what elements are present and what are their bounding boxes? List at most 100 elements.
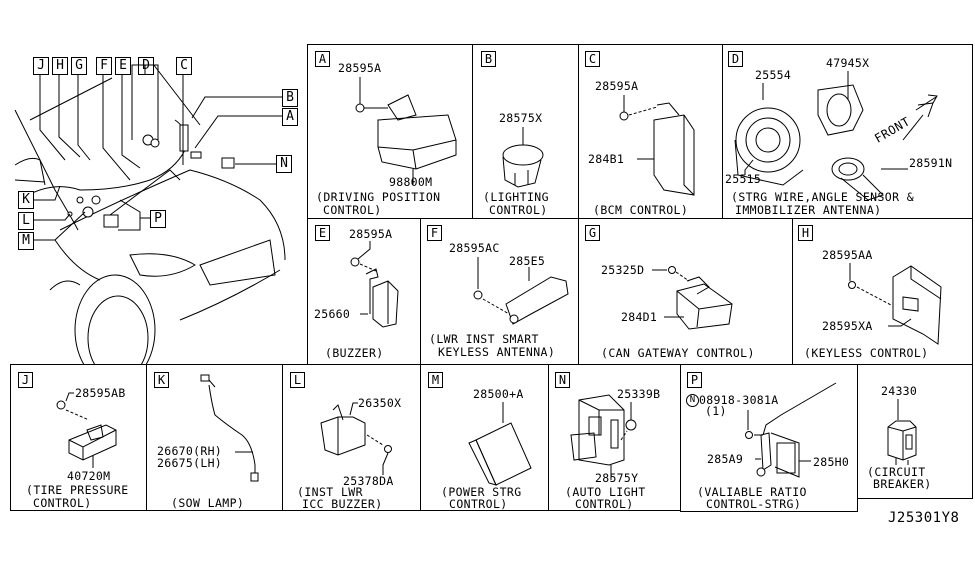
front-arrow-icon [915,94,938,111]
part-number[interactable]: 08918-3081A [699,393,779,407]
driving-position-module-icon [355,77,457,185]
panel-h-keyless-control: H 28595AA 28595XA (KEYLESS CONTROL) [792,218,973,365]
panel-caption: (VALIABLE RATIO [697,485,807,499]
part-number[interactable]: 28595XA [822,319,873,333]
panel-p-valiable-ratio-control-strg: P N 08918-3081A (1) 285A9 285H0 (VALIABL… [680,364,858,512]
part-number[interactable]: 26670(RH) [157,444,223,458]
lighting-sensor-icon [502,127,544,188]
panel-caption: (INST LWR [297,485,363,499]
part-number[interactable]: 25378DA [343,474,394,488]
callout-l[interactable]: L [18,212,34,230]
part-number[interactable]: 28575X [499,111,543,125]
callout-h[interactable]: H [52,57,68,75]
panel-caption: BREAKER) [873,477,932,491]
panel-caption: (POWER STRG [441,485,522,499]
part-number[interactable]: 284B1 [588,152,625,166]
panel-caption: (CAN GATEWAY CONTROL) [601,346,755,360]
panel-caption: (BCM CONTROL) [593,203,689,217]
part-number[interactable]: 28575Y [595,471,639,485]
panel-caption: (LWR INST SMART [429,332,539,346]
power-steering-module-icon [468,402,532,486]
panel-letter: M [428,372,443,388]
panel-a-driving-position-control: A 28595A 98800M (DRIVING POSITION CONTRO… [307,44,473,219]
part-number[interactable]: 98800M [389,175,433,189]
panel-d-strg-wire-angle-sensor: D 25554 47945X FRONT 25515 28591N (STRG … [722,44,973,219]
variable-ratio-module-icon [745,382,837,478]
callout-a[interactable]: A [282,108,298,126]
part-number[interactable]: 285E5 [509,254,546,268]
callout-b[interactable]: B [282,89,298,107]
panel-caption: (KEYLESS CONTROL) [804,346,929,360]
part-number[interactable]: 285A9 [707,452,744,466]
part-number[interactable]: 26350X [358,396,402,410]
panel-letter: H [798,225,813,241]
callout-p[interactable]: P [150,210,166,228]
spiral-cable-and-sensor-icon [734,71,934,201]
callout-n[interactable]: N [276,155,292,173]
panel-letter: G [585,225,600,241]
callout-c[interactable]: C [176,57,192,75]
bcm-module-icon [619,95,695,196]
part-number[interactable]: 24330 [881,384,918,398]
part-number[interactable]: 25554 [755,68,792,82]
part-number[interactable]: 25660 [314,307,351,321]
panel-caption: CONTROL) [489,203,548,217]
part-number[interactable]: 28595AC [449,241,500,255]
part-number[interactable]: 28591N [909,156,953,170]
panel-caption: CONTROL) [449,497,508,511]
panel-k-sow-lamp: K 26670(RH) 26675(LH) (SOW LAMP) [146,364,283,511]
callout-leader-lines [33,64,282,241]
part-number[interactable]: 28595A [338,61,382,75]
part-number[interactable]: 25339B [617,387,661,401]
part-number[interactable]: 28595A [595,79,639,93]
part-number[interactable]: 284D1 [621,310,658,324]
panel-caption: (TIRE PRESSURE [26,483,129,497]
auto-light-module-icon [570,394,637,480]
panel-letter: J [18,372,33,388]
diagram-id: J25301Y8 [888,510,960,526]
panel-caption: CONTROL) [33,496,92,510]
panel-caption: (CIRCUIT [867,465,926,479]
part-number[interactable]: 25325D [601,263,645,277]
panel-caption: (STRG WIRE,ANGLE SENSOR & [731,190,915,204]
part-number[interactable]: 40720M [67,469,111,483]
buzzer-icon [350,241,399,328]
panel-caption: ICC BUZZER) [302,497,383,511]
callout-m[interactable]: M [18,232,34,250]
tire-pressure-module-icon [56,392,117,468]
panel-caption: (LIGHTING [483,190,549,204]
callout-g[interactable]: G [71,57,87,75]
panel-f-lwr-inst-smart-keyless-antenna: F 28595AC 285E5 (LWR INST SMART KEYLESS … [420,218,579,365]
part-number[interactable]: 285H0 [813,455,850,469]
part-quantity: (1) [705,404,727,418]
panel-letter: L [290,372,305,388]
part-number[interactable]: 26675(LH) [157,456,223,470]
icc-buzzer-icon [320,402,392,475]
can-gateway-module-icon [652,266,733,330]
panel-letter: N [555,372,570,388]
panel-letter: D [728,51,743,67]
nut-symbol-icon: N [686,394,699,407]
panel-letter: K [154,372,169,388]
part-number[interactable]: 28595A [349,227,393,241]
side-lamp-harness-icon [200,374,259,482]
panel-caption: KEYLESS ANTENNA) [438,345,556,359]
panel-n-auto-light-control: N 25339B 28575Y (AUTO LIGHT CONTROL) [548,364,681,511]
part-number[interactable]: 28500+A [473,387,524,401]
callout-e[interactable]: E [115,57,131,75]
part-number[interactable]: 28595AA [822,248,873,262]
panel-c-bcm-control: C 28595A 284B1 (BCM CONTROL) [578,44,723,219]
panel-letter: C [585,51,600,67]
callout-j[interactable]: J [33,57,49,75]
part-number[interactable]: 47945X [826,56,870,70]
panel-letter: B [481,51,496,67]
panel-letter: A [315,51,330,67]
callout-f[interactable]: F [96,57,112,75]
panel-caption: CONTROL) [575,497,634,511]
part-number[interactable]: 28595AB [75,386,126,400]
panel-b-lighting-control: B 28575X (LIGHTING CONTROL) [472,44,579,219]
panel-circuit-breaker: 24330 (CIRCUIT BREAKER) [857,364,973,499]
panel-l-inst-lwr-icc-buzzer: L 26350X 25378DA (INST LWR ICC BUZZER) [282,364,421,511]
part-number[interactable]: 25515 [725,172,762,186]
panel-caption: (AUTO LIGHT [565,485,646,499]
